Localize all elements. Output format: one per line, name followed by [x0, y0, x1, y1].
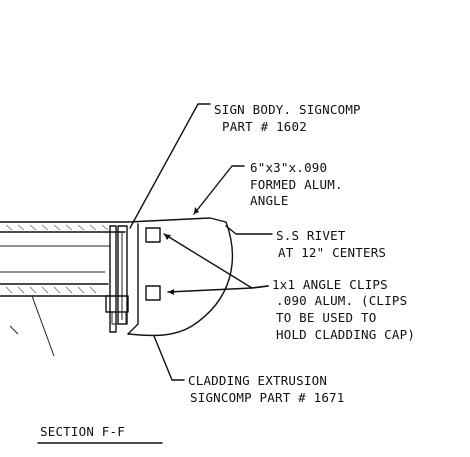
- clips-label-line-4: HOLD CLADDING CAP): [276, 327, 415, 342]
- cladding-extrusion: [127, 217, 233, 337]
- section-title: SECTION F-F: [40, 424, 125, 439]
- angle-label-line-1: 6"x3"x.090: [250, 160, 327, 175]
- angle-clip-top: [145, 227, 161, 243]
- rivet-label-line-1: S.S RIVET: [276, 228, 346, 243]
- extrusion-label-line-1: CLADDING EXTRUSION: [188, 373, 327, 388]
- clips-label-line-3: TO BE USED TO: [276, 310, 376, 325]
- sign-body-label-line-1: SIGN BODY. SIGNCOMP: [214, 102, 361, 117]
- clips-label-line-1: 1x1 ANGLE CLIPS: [272, 277, 388, 292]
- angle-label-line-2: FORMED ALUM.: [250, 177, 343, 192]
- angle-label-line-3: ANGLE: [250, 193, 289, 208]
- rivet-label-line-2: AT 12" CENTERS: [278, 245, 386, 260]
- extrusion-label-line-2: SIGNCOMP PART # 1671: [190, 390, 345, 405]
- clips-label-line-2: .090 ALUM. (CLIPS: [276, 293, 407, 308]
- sign-body-label-line-2: PART # 1602: [222, 119, 307, 134]
- angle-clip-bottom: [145, 285, 161, 301]
- leader-lines: [129, 103, 273, 381]
- sign-body-structure: [0, 221, 129, 357]
